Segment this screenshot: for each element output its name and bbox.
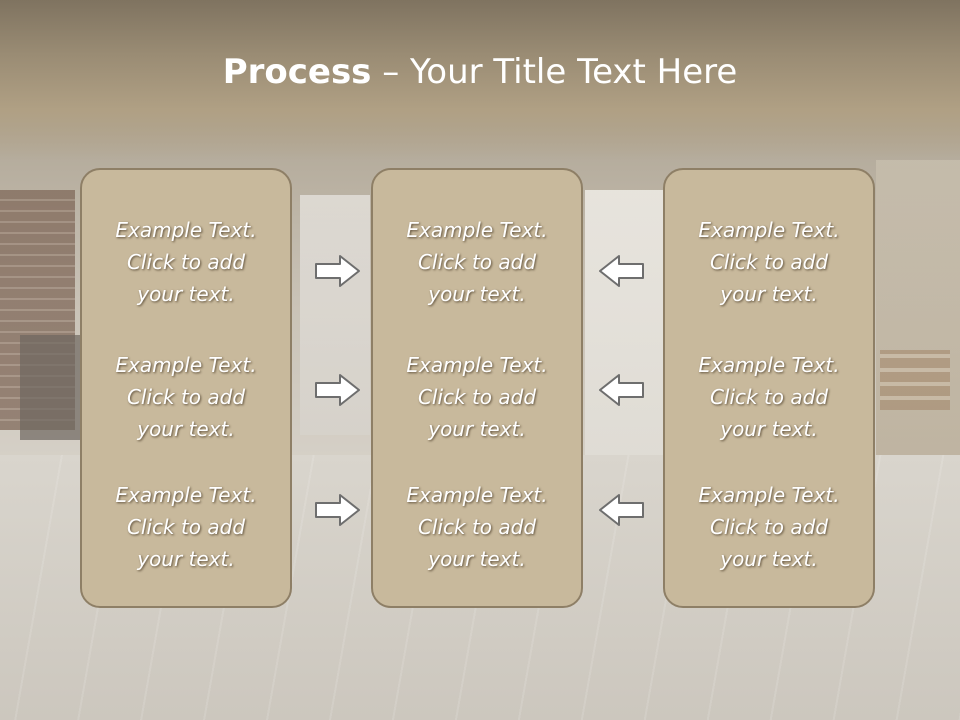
text-line: Click to add [417,385,537,409]
right-arrow-icon [314,253,362,289]
right-shelf [880,350,950,410]
text-block[interactable]: Example Text. Click to add your text. [665,214,873,310]
text-line: Example Text. [698,218,840,242]
text-line: your text. [720,417,818,441]
text-line: Example Text. [115,218,257,242]
text-line: Click to add [126,515,246,539]
process-box-left[interactable]: Example Text. Click to add your text. Ex… [80,168,292,608]
text-block[interactable]: Example Text. Click to add your text. [373,214,581,310]
text-line: your text. [428,417,526,441]
text-line: Example Text. [406,353,548,377]
text-line: Example Text. [698,353,840,377]
text-line: Click to add [126,250,246,274]
right-arrow-icon [314,492,362,528]
title-rest: – Your Title Text Here [371,52,738,92]
slide-title[interactable]: Process – Your Title Text Here [0,52,960,92]
right-wall [876,160,960,460]
text-line: your text. [720,282,818,306]
text-line: Click to add [709,515,829,539]
text-block[interactable]: Example Text. Click to add your text. [82,479,290,575]
dark-cabinet [20,335,80,440]
text-block[interactable]: Example Text. Click to add your text. [665,349,873,445]
title-band [0,0,960,160]
process-box-right[interactable]: Example Text. Click to add your text. Ex… [663,168,875,608]
text-line: your text. [720,547,818,571]
text-block[interactable]: Example Text. Click to add your text. [82,349,290,445]
text-line: your text. [137,547,235,571]
text-block[interactable]: Example Text. Click to add your text. [373,479,581,575]
title-bold: Process [222,52,372,92]
left-arrow-icon [597,492,645,528]
text-line: Click to add [709,250,829,274]
text-block[interactable]: Example Text. Click to add your text. [665,479,873,575]
text-line: Example Text. [115,483,257,507]
text-block[interactable]: Example Text. Click to add your text. [373,349,581,445]
process-box-center[interactable]: Example Text. Click to add your text. Ex… [371,168,583,608]
right-arrow-icon [314,372,362,408]
text-line: your text. [428,282,526,306]
text-line: Click to add [126,385,246,409]
text-line: Example Text. [115,353,257,377]
left-arrow-icon [597,372,645,408]
text-line: your text. [428,547,526,571]
left-arrow-icon [597,253,645,289]
text-line: Example Text. [406,218,548,242]
center-light [585,190,665,460]
text-line: Click to add [417,250,537,274]
text-block[interactable]: Example Text. Click to add your text. [82,214,290,310]
text-line: Example Text. [406,483,548,507]
text-line: Click to add [709,385,829,409]
text-line: your text. [137,417,235,441]
text-line: Click to add [417,515,537,539]
text-line: your text. [137,282,235,306]
text-line: Example Text. [698,483,840,507]
